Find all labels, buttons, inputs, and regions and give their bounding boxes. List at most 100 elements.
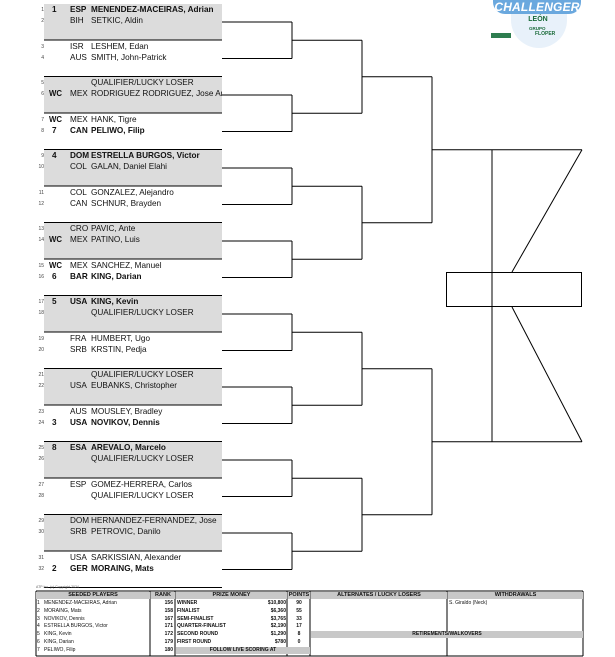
match-band <box>44 442 222 478</box>
country-code: USA <box>70 552 87 562</box>
match-band <box>44 150 222 186</box>
draw-position: 12 <box>38 200 44 207</box>
seed-rank: 156 <box>164 600 173 606</box>
country-code: MEX <box>70 260 88 270</box>
player-name: AREVALO, Marcelo <box>91 443 166 452</box>
player-name: EUBANKS, Christopher <box>91 381 178 390</box>
country-code: COL <box>70 162 87 171</box>
draw-position: 18 <box>38 310 44 316</box>
seed-index: 1 <box>37 600 40 606</box>
prize-amount: $1,290 <box>270 631 286 638</box>
country-code: CAN <box>70 198 88 208</box>
seeded-player: KING, Kevin <box>44 631 72 638</box>
draw-position: 2 <box>41 18 44 24</box>
seeded-player: PELIWO, Filip <box>44 646 76 653</box>
logo-sponsor-name: FLOPER <box>535 31 556 37</box>
country-code: COL <box>70 187 87 197</box>
player-name: MENENDEZ-MACEIRAS, Adrian <box>91 5 214 14</box>
live-scoring-link[interactable]: FOLLOW LIVE SCORING AT <box>176 647 310 654</box>
player-name: KRSTIN, Pedja <box>91 344 147 354</box>
seeded-player: NOVIKOV, Dennis <box>44 615 85 622</box>
draw-position: 14 <box>38 237 44 243</box>
entry-type: WC <box>49 235 62 244</box>
player-name: MORAING, Mats <box>91 563 154 573</box>
draw-position: 8 <box>41 127 44 134</box>
country-code: ESA <box>70 443 87 452</box>
draw-position: 3 <box>41 43 44 50</box>
seed-number: 1 <box>52 5 57 14</box>
match-band <box>44 369 222 405</box>
match-band <box>44 77 222 113</box>
country-code: SRB <box>70 527 87 536</box>
seed-index: 5 <box>37 631 40 638</box>
player-name: LESHEM, Edan <box>91 41 149 51</box>
logo-city: LEÓN <box>528 16 548 23</box>
draw-position: 26 <box>38 456 44 462</box>
seed-rank: 180 <box>164 646 173 653</box>
match-band <box>44 4 222 40</box>
player-name: KING, Kevin <box>91 297 139 306</box>
prize-round: FIRST ROUND <box>177 639 212 645</box>
country-code: BIH <box>70 16 84 25</box>
draw-position: 6 <box>41 91 44 97</box>
ranking-points: 90 <box>296 600 302 606</box>
prize-amount: $3,765 <box>270 615 286 622</box>
prize-round: QUARTER-FINALIST <box>177 623 226 630</box>
country-code: SRB <box>70 344 87 354</box>
seed-index: 2 <box>37 607 40 614</box>
player-name: SARKISSIAN, Alexander <box>91 552 182 562</box>
seed-rank: 179 <box>164 639 173 645</box>
player-name: QUALIFIER/LUCKY LOSER <box>91 308 194 317</box>
player-name: NOVIKOV, Dennis <box>91 417 160 427</box>
copyright-text: ATP Inc. (c) Copyright 2024 <box>36 585 79 589</box>
draw-line: 20 SRB KRSTIN, Pedja <box>0 344 222 356</box>
seed-rank: 171 <box>164 623 173 630</box>
player-name: SANCHEZ, Manuel <box>91 260 162 270</box>
player-name: QUALIFIER/LUCKY LOSER <box>91 78 194 87</box>
ranking-points: 0 <box>297 639 301 645</box>
draw-position: 1 <box>41 7 44 13</box>
country-code: USA <box>70 381 87 390</box>
draw-position: 19 <box>38 335 44 342</box>
logo-badge: CHALLENGER <box>493 0 581 14</box>
seeded-player: KING, Darian <box>44 639 74 645</box>
final-diagonal <box>511 306 583 442</box>
seeded-player: MENENDEZ-MACEIRAS, Adrian <box>44 600 117 606</box>
champion-box <box>446 272 582 307</box>
draw-position: 16 <box>38 273 44 280</box>
entry-type: WC <box>49 89 62 98</box>
seed-rank: 172 <box>164 631 173 638</box>
entry-type: WC <box>49 260 62 270</box>
country-code: GER <box>70 563 88 573</box>
country-code: AUS <box>70 52 87 62</box>
player-name: QUALIFIER/LUCKY LOSER <box>91 454 194 463</box>
prize-amount: $780 <box>274 639 286 645</box>
draw-line: 18 QUALIFIER/LUCKY LOSER <box>0 307 222 319</box>
seed-number: 2 <box>52 563 57 573</box>
seed-index: 4 <box>37 623 40 630</box>
player-name: KING, Darian <box>91 271 142 281</box>
prize-round: SEMI-FINALIST <box>177 615 214 622</box>
player-name: SCHNUR, Brayden <box>91 198 162 208</box>
ranking-points: 17 <box>296 623 302 630</box>
draw-position: 20 <box>38 346 44 353</box>
draw-position: 21 <box>38 372 44 378</box>
draw-position: 23 <box>38 408 44 415</box>
